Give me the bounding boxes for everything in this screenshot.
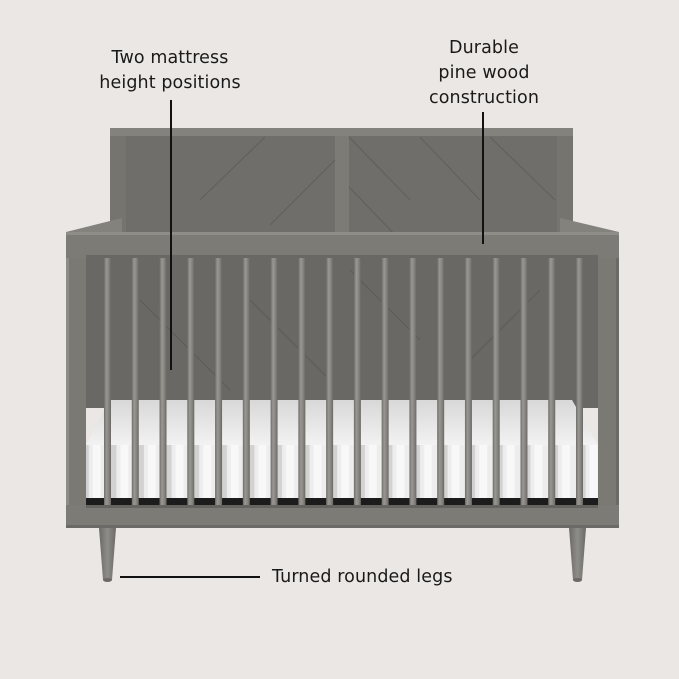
slat [492,258,500,505]
callout-text-line: pine wood [438,63,530,83]
slat [159,258,167,505]
legs [99,528,586,582]
slat [576,258,583,505]
callout-legs: Turned rounded legs [272,565,453,590]
callout-text-line: Two mattress [111,48,229,68]
front-frame [66,232,619,528]
slat [409,258,417,505]
callout-mattress-height: Two mattress height positions [70,46,270,96]
slat [270,258,278,505]
callout-line-pine-wood [482,112,484,244]
slat [131,258,139,505]
slat [298,258,306,505]
callout-line-legs [120,576,260,578]
slat [242,258,250,505]
front-slats [104,258,583,505]
callout-line-mattress [170,100,172,370]
callout-text-line: Turned rounded legs [272,567,453,587]
callout-pine-wood: Durable pine wood construction [404,36,564,111]
slat [437,258,445,505]
slat [381,258,389,505]
slat [548,258,556,505]
callout-text-line: Durable [449,38,519,58]
slat [326,258,334,505]
slat [104,258,111,505]
slat [215,258,223,505]
slat [353,258,361,505]
slat [520,258,528,505]
slat [464,258,472,505]
slat [187,258,195,505]
callout-text-line: construction [428,88,540,108]
callout-text-line: height positions [99,73,241,93]
